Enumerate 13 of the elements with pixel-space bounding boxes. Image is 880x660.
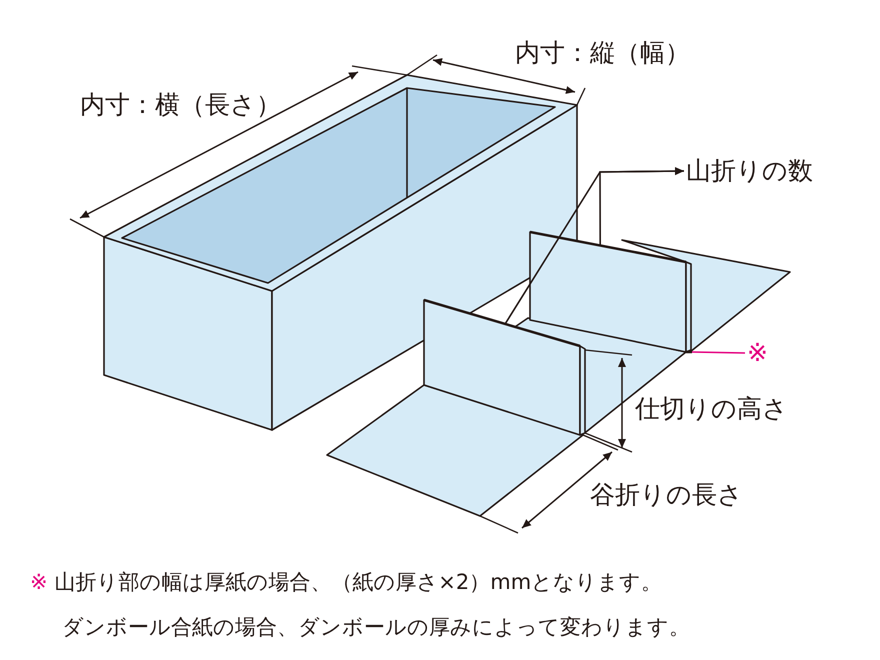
dimension-label: 内寸：縦（幅） — [515, 38, 690, 68]
fold-edge — [686, 350, 692, 354]
callout-label: 山折りの数 — [686, 156, 813, 186]
fold-edge — [530, 230, 686, 264]
note-text: ※ 山折り部の幅は厚紙の場合、（紙の厚さ×2）mmとなります。 — [30, 569, 662, 596]
dimension-label: 仕切りの高さ — [635, 394, 788, 424]
dimension-label: 内寸：横（長さ） — [80, 90, 281, 120]
leader-line — [692, 351, 746, 354]
reference-mark: ※ — [747, 338, 768, 368]
note-text: ダンボール合紙の場合、ダンボールの厚みによって変わります。 — [62, 614, 690, 641]
leader-line — [599, 167, 684, 246]
dimension-label: 谷折りの長さ — [590, 480, 743, 510]
fold-edge — [424, 298, 580, 348]
